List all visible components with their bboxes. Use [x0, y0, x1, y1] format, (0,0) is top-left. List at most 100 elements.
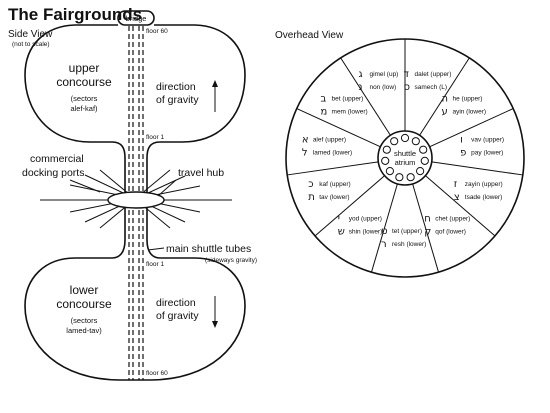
sector-name-lower: lamed (lower) — [313, 150, 352, 157]
sector-letter-upper: ד — [404, 69, 410, 80]
floor-upper-bottom-label: floor 1 — [146, 134, 164, 141]
atrium-shuttle — [400, 133, 410, 143]
sector-name-upper: kaf (upper) — [319, 181, 350, 188]
sector-dividers — [287, 39, 523, 273]
sector-name-lower: non (low) — [369, 84, 396, 91]
sector-name-lower: qof (lower) — [435, 228, 466, 235]
sector-name-lower: resh (lower) — [392, 241, 426, 248]
sector-divider — [314, 175, 385, 237]
sector: ט tet (upper) ר resh (lower) — [381, 226, 426, 250]
atrium-shuttle — [385, 166, 394, 176]
sector-name-upper: chet (upper) — [435, 215, 470, 222]
sector-name-lower: tav (lower) — [319, 194, 349, 201]
sector-name-upper: gimel (up) — [369, 71, 398, 78]
sector-name-upper: vav (upper) — [471, 137, 504, 144]
lower-concourse-line1: lower — [70, 283, 99, 297]
sideways-gravity-label: (sideways gravity) — [205, 257, 257, 264]
shuttle-tubes-pointer — [147, 247, 165, 251]
sector-labels: ד dalet (upper) ס samech (L) ה he (upper) ע ayi… — [302, 69, 504, 250]
atrium-label-line2: atrium — [395, 158, 416, 167]
sector-name-upper: alef (upper) — [313, 137, 346, 144]
scale-note: (not to scale) — [12, 41, 50, 48]
sector-name-lower: pay (lower) — [471, 150, 503, 157]
lower-concourse-line4: lamed-tav) — [66, 326, 102, 335]
sector-letter-upper: ח — [424, 213, 431, 224]
sector-letter-lower: ס — [404, 82, 411, 93]
sector-letter-upper: כ — [308, 179, 313, 190]
sector-letter-upper: א — [302, 135, 309, 146]
atrium-shuttle — [382, 145, 391, 154]
atrium-shuttle — [419, 145, 428, 154]
sector: ה he (upper) ע ayin (lower) — [441, 94, 486, 118]
floor-lower-top-label: floor 1 — [146, 261, 164, 268]
sector-letter-upper: ו — [460, 135, 463, 146]
atrium-shuttle — [395, 173, 404, 182]
sector-letter-lower: פ — [460, 148, 466, 159]
sector-name-lower: shin (lower) — [349, 228, 383, 235]
sector-letter-upper: ט — [381, 226, 387, 237]
sector-letter-upper: י — [338, 213, 340, 224]
sector-divider — [287, 161, 379, 176]
floor-top-label: floor 60 — [146, 28, 168, 35]
sector-divider — [425, 175, 496, 237]
sector-divider — [340, 57, 391, 136]
travel-hub-label: travel hub — [178, 167, 224, 179]
sector: ו vav (upper) פ pay (lower) — [460, 135, 504, 159]
sector-name-upper: tet (upper) — [392, 228, 422, 235]
sector-letter-lower: ש — [338, 226, 345, 237]
sector-letter-lower: ר — [381, 239, 387, 250]
sector-letter-lower: צ — [454, 192, 460, 203]
lower-gravity-arrowhead — [212, 321, 218, 328]
overhead-view-heading: Overhead View — [275, 30, 344, 41]
sector-divider — [431, 161, 523, 176]
travel-hub-structure — [40, 169, 232, 229]
atrium-shuttle — [416, 166, 425, 176]
sector-letter-lower: נ — [358, 82, 362, 93]
atrium-shuttle — [390, 137, 399, 146]
sector-name-upper: dalet (upper) — [415, 71, 452, 78]
upper-concourse-line1: upper — [69, 61, 100, 75]
atrium-shuttle — [381, 156, 390, 165]
side-view-heading: Side View — [8, 29, 53, 40]
sector-letter-lower: ע — [441, 107, 447, 118]
floor-bottom-label: floor 60 — [146, 370, 168, 377]
sector-name-lower: ayin (lower) — [452, 109, 486, 116]
lower-gravity-line2: of gravity — [156, 310, 199, 322]
sector-name-lower: samech (L) — [415, 84, 448, 91]
sector-name-upper: yod (upper) — [349, 215, 382, 222]
sector-letter-lower: ת — [308, 192, 315, 203]
sector-divider — [412, 183, 440, 273]
upper-concourse-line4: alef-kaf) — [70, 104, 98, 113]
lower-concourse-line2: concourse — [56, 297, 112, 311]
sector-letter-upper: ז — [454, 179, 458, 190]
overhead-view: shuttle atrium ד dalet (upper) ס samech (L)… — [285, 38, 525, 278]
sector-name-upper: zayin (upper) — [465, 181, 503, 188]
bridge-label: bridge — [126, 14, 147, 23]
upper-gravity-line1: direction — [156, 81, 196, 93]
travel-hub-pointer — [157, 179, 177, 197]
atrium-label-line1: shuttle — [394, 149, 416, 158]
sector: ג gimel (up) נ non (low) — [358, 69, 398, 93]
upper-gravity-arrowhead — [212, 80, 218, 87]
sector-divider — [419, 57, 470, 136]
atrium-shuttle — [406, 173, 415, 182]
sector-divider — [370, 183, 398, 273]
lower-concourse-line3: (sectors — [71, 316, 98, 325]
sector-name-upper: he (upper) — [452, 96, 482, 103]
upper-concourse-line3: (sectors — [71, 94, 98, 103]
diagram-title: The Fairgrounds — [8, 5, 142, 24]
upper-gravity-line2: of gravity — [156, 94, 199, 106]
atrium-shuttle — [411, 137, 420, 146]
sector-letter-upper: ג — [358, 69, 362, 80]
upper-concourse-line2: concourse — [56, 75, 112, 89]
sector-letter-upper: ה — [441, 94, 448, 105]
sector-name-lower: mem (lower) — [332, 109, 368, 116]
docking-label-line2: docking ports — [22, 167, 84, 179]
sector-letter-lower: מ — [321, 107, 328, 118]
bridge-shape — [117, 10, 155, 26]
travel-hub-disc — [107, 191, 165, 209]
